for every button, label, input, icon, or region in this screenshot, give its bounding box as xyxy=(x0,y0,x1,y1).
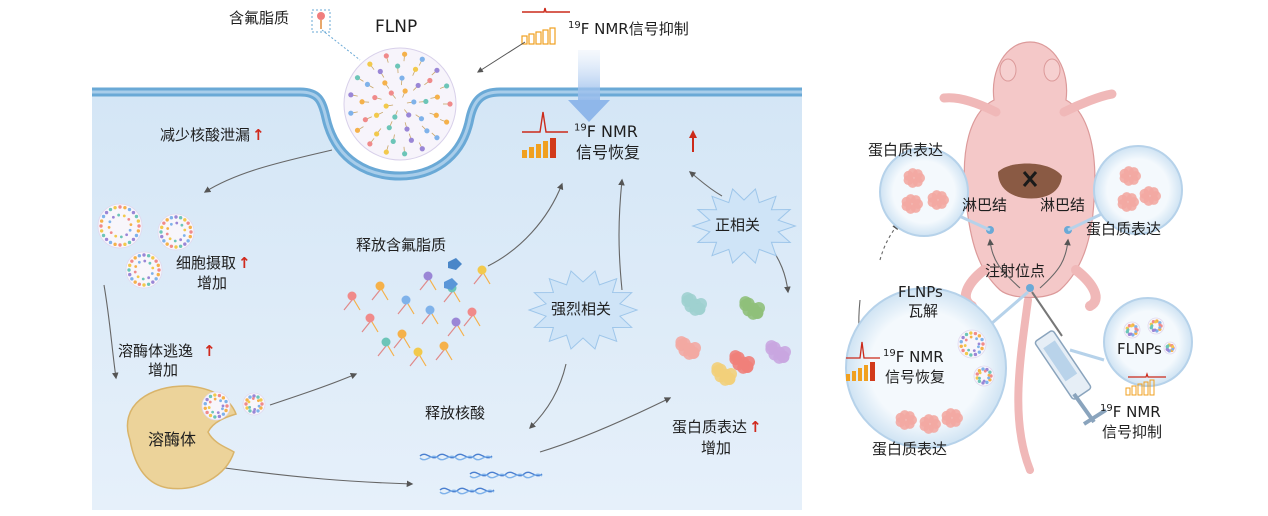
flnps-bubble xyxy=(1069,297,1193,387)
nmr-recovery-label-1: 19F NMR xyxy=(574,122,638,141)
mouse-tail xyxy=(1014,296,1034,474)
mouse-protein-expression-left: 蛋白质表达 xyxy=(868,141,944,159)
fluorolipid-label: 含氟脂质 xyxy=(229,9,290,27)
protein-expression-label-2: 增加 xyxy=(701,439,732,457)
flnp-label: FLNP xyxy=(375,17,418,37)
uptake-label-2: 增加 xyxy=(197,274,228,292)
mouse-protein-expression-bottom: 蛋白质表达 xyxy=(872,440,948,458)
flnps-label: FLNPs xyxy=(1117,340,1162,358)
mouse-panel xyxy=(939,41,1117,474)
expressed-proteins xyxy=(675,292,791,386)
lysosome-particles xyxy=(201,391,266,421)
lysosome-label: 溶酶体 xyxy=(148,430,197,449)
mouse-nmr-recovery-label-2: 信号恢复 xyxy=(885,368,946,386)
escape-label-1: 溶酶体逃逸↑ xyxy=(118,342,216,360)
fluorolipid-icon xyxy=(311,9,361,61)
released-lipids xyxy=(343,258,491,367)
flnps-disassemble-label-2: 瓦解 xyxy=(908,302,939,320)
bubble-contents xyxy=(895,166,1177,434)
syringe xyxy=(1031,291,1108,426)
nmr-recovered-icon xyxy=(522,111,697,158)
strong-correlation-label: 强烈相关 xyxy=(551,300,612,318)
flnps-disassemble-label-1: FLNPs xyxy=(898,283,943,301)
signal-entry-arrow xyxy=(568,50,610,122)
flnp-particle xyxy=(343,47,457,161)
mouse-protein-expression-right: 蛋白质表达 xyxy=(1086,220,1162,238)
cell-panel xyxy=(92,87,802,510)
cell-body xyxy=(92,90,802,510)
reduce-leak-label: 减少核酸泄漏↑ xyxy=(160,126,265,144)
protein-expression-bubble-left xyxy=(879,147,991,237)
release-nucleic-label: 释放核酸 xyxy=(425,404,486,422)
protein-expression-label-1: 蛋白质表达↑ xyxy=(672,418,762,436)
uptake-particles xyxy=(97,203,195,289)
mouse-nmr-recovery-label-1: 19F NMR xyxy=(883,348,944,366)
positive-correlation-badge xyxy=(691,188,797,264)
nmr-suppressed-icon xyxy=(476,7,570,73)
escape-label-2: 增加 xyxy=(148,361,179,379)
cell-arrows xyxy=(103,149,791,488)
positive-correlation-label: 正相关 xyxy=(715,216,761,234)
strong-correlation-badge xyxy=(527,270,639,350)
lymph-node-left-label: 淋巴结 xyxy=(962,196,1008,214)
injection-site-label: 注射位点 xyxy=(985,262,1046,280)
nmr-suppressed-label: 19F NMR信号抑制 xyxy=(568,20,689,38)
lymph-node-right-label: 淋巴结 xyxy=(1040,196,1086,214)
disassembly-bubble xyxy=(845,287,1029,449)
mouse-nmr-recovered-icon xyxy=(846,341,880,381)
mouse-nmr-suppressed-label-1: 19F NMR xyxy=(1100,403,1161,421)
release-lipid-label: 释放含氟脂质 xyxy=(356,236,447,254)
nmr-recovery-label-2: 信号恢复 xyxy=(576,143,641,162)
protein-expression-bubble-right xyxy=(1067,145,1183,235)
mouse-nmr-suppressed-icon xyxy=(1125,372,1166,396)
uptake-label-1: 细胞摄取↑ xyxy=(176,254,251,272)
nucleic-acids xyxy=(419,453,543,495)
mouse-nmr-suppressed-label-2: 信号抑制 xyxy=(1102,423,1163,441)
